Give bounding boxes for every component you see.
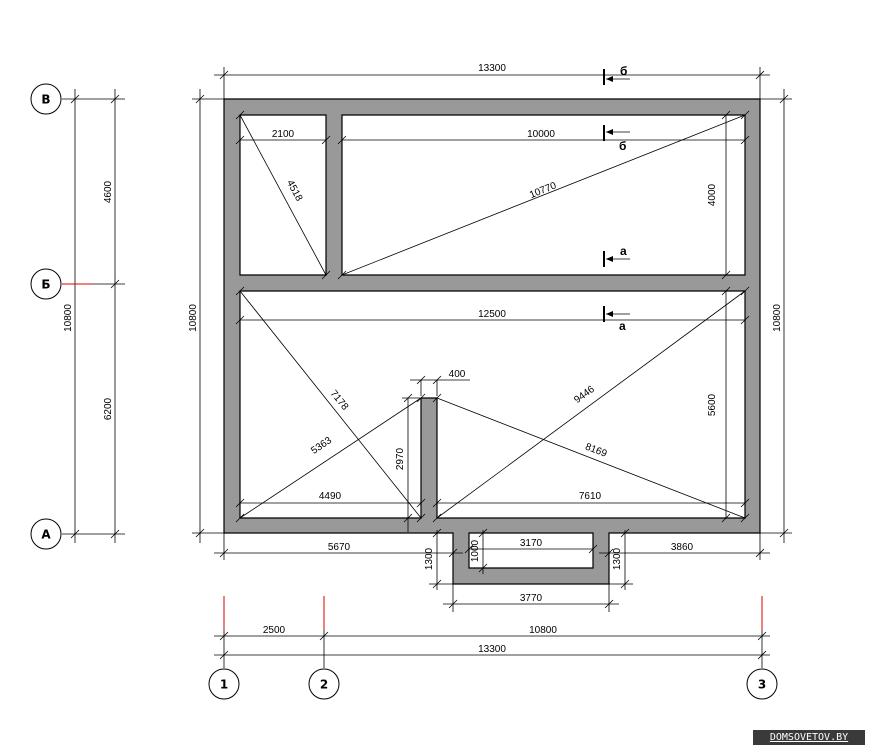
walls xyxy=(223,98,761,585)
dim-overall-height-right: 10800 xyxy=(772,304,783,332)
dim-ext-depth-right: 1300 xyxy=(612,547,623,570)
dim-hall-right-width: 7610 xyxy=(579,491,602,502)
axis-bubble-col-3: 3 xyxy=(746,668,778,700)
section-label-a-lower: а xyxy=(619,319,626,333)
dim-ext-depth-left: 1300 xyxy=(424,547,435,570)
dim-ext-left-offset: 5670 xyxy=(328,542,351,553)
dim-axis-left-lower: 6200 xyxy=(103,397,114,420)
dim-hall-height: 5600 xyxy=(707,393,718,416)
dim-axis-left-upper: 4600 xyxy=(103,180,114,203)
dim-partition-height: 2970 xyxy=(395,447,406,470)
dim-partition-thickness: 400 xyxy=(449,369,466,380)
dim-ext-depth-inner: 1000 xyxy=(470,539,481,562)
grid-axis-bubbles: В Б А 1 2 3 xyxy=(30,83,778,700)
dim-hall-diag-left: 7178 xyxy=(328,388,351,413)
dimension-labels: 13300 2100 10000 4518 10770 4000 12500 5… xyxy=(63,63,783,655)
dim-axis-1-2: 2500 xyxy=(263,625,286,636)
dim-overall-width-top: 13300 xyxy=(478,63,506,74)
site-watermark-link[interactable]: DOMSOVETOV.BY xyxy=(753,730,865,745)
dim-overall-height-left: 10800 xyxy=(188,304,199,332)
dim-hall-width: 12500 xyxy=(478,309,506,320)
section-label-b-lower: б xyxy=(619,139,626,153)
dim-axis-left-total: 10800 xyxy=(63,304,74,332)
axis-bubble-row-a: А xyxy=(30,518,62,550)
outer-wall xyxy=(223,98,761,585)
axis-label-col-3: 3 xyxy=(758,678,766,692)
axis-label-col-1: 1 xyxy=(220,678,228,692)
section-label-b-upper: б xyxy=(620,64,627,78)
exterior-dimension-lines xyxy=(62,67,792,668)
axis-bubble-row-b: Б xyxy=(30,268,62,300)
dim-room-large-diag: 10770 xyxy=(528,180,558,201)
dim-hall-diag-right2: 8169 xyxy=(584,442,609,460)
axis-bubble-col-2: 2 xyxy=(308,668,340,700)
axis-marker-lines xyxy=(62,283,763,630)
axis-label-row-b: Б xyxy=(41,278,50,292)
dim-ext-right-offset: 3860 xyxy=(671,542,694,553)
axis-label-col-2: 2 xyxy=(320,678,328,692)
dim-axis-2-3: 10800 xyxy=(529,625,557,636)
dim-ext-outer-width: 3770 xyxy=(520,593,543,604)
dim-hall-diag-left2: 5363 xyxy=(309,435,334,457)
axis-label-row-v: В xyxy=(41,93,50,107)
dim-room-small-diag: 4518 xyxy=(284,178,304,203)
axis-label-row-a: А xyxy=(41,528,51,542)
dim-room-large-width: 10000 xyxy=(527,129,555,140)
section-labels: б б а а xyxy=(619,64,627,333)
axis-bubble-row-v: В xyxy=(30,83,62,115)
axis-bubble-col-1: 1 xyxy=(208,668,240,700)
dim-ext-inner-width: 3170 xyxy=(520,538,543,549)
section-markers xyxy=(603,69,630,322)
dim-overall-width-bottom: 13300 xyxy=(478,644,506,655)
dim-room-small-width: 2100 xyxy=(272,129,295,140)
interior-dimension-lines xyxy=(235,110,750,532)
dim-hall-left-width: 4490 xyxy=(319,491,342,502)
dim-room-upper-height: 4000 xyxy=(707,183,718,206)
section-label-a-upper: а xyxy=(620,244,627,258)
